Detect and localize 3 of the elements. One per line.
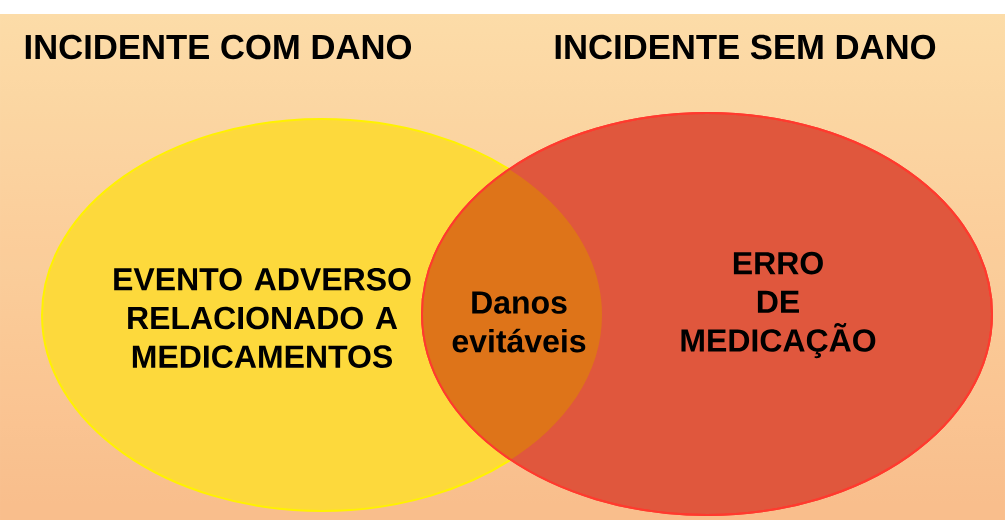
overlap-region: Danos evitáveis — [452, 291, 586, 353]
heading: INCIDENTE COM DANO — [25, 34, 411, 60]
heading: INCIDENTE SEM DANO — [555, 34, 936, 60]
